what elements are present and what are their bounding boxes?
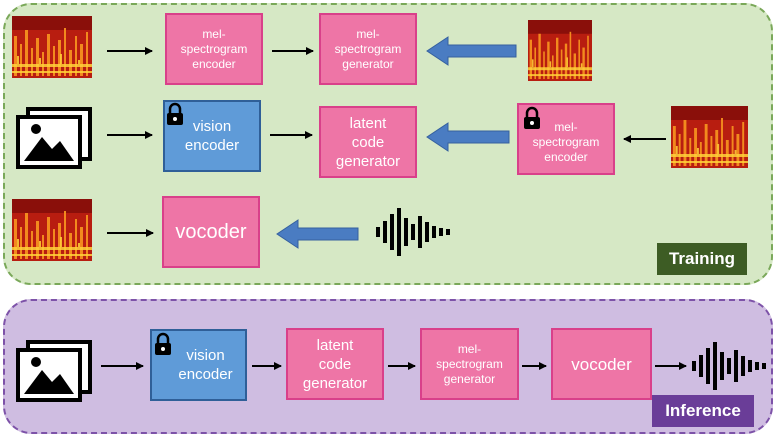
mel-spectrogram-generator-label: mel- spectrogram generator bbox=[334, 26, 402, 71]
inference-mel-spectrogram-generator-label: mel- spectrogram generator bbox=[436, 341, 503, 386]
mel-spectrogram-generator-box: mel- spectrogram generator bbox=[319, 13, 417, 85]
latent-code-generator-box: latent code generator bbox=[319, 106, 417, 178]
blue-arrow bbox=[426, 36, 517, 66]
inference-vision-encoder-box: vision encoder bbox=[150, 329, 247, 401]
inference-mel-spectrogram-generator-box: mel- spectrogram generator bbox=[420, 328, 519, 400]
inference-vision-encoder-label: vision encoder bbox=[178, 347, 233, 383]
vision-encoder-label: vision encoder bbox=[184, 118, 240, 154]
vocoder-label: vocoder bbox=[175, 221, 247, 243]
inference-vocoder-label: vocoder bbox=[571, 354, 632, 374]
mel-spectrogram-encoder-label: mel- spectrogram encoder bbox=[180, 26, 248, 71]
inference-latent-code-generator-box: latent code generator bbox=[286, 328, 384, 400]
blue-arrow bbox=[426, 122, 510, 152]
mel-spectrogram-encoder-box: mel- spectrogram encoder bbox=[165, 13, 263, 85]
frozen-mel-spectrogram-encoder-box: mel- spectrogram encoder bbox=[517, 103, 615, 175]
vocoder-box: vocoder bbox=[162, 196, 260, 268]
blue-arrow bbox=[276, 219, 359, 249]
inference-latent-code-generator-label: latent code generator bbox=[302, 336, 368, 392]
inference-tag: Inference bbox=[652, 395, 754, 427]
inference-vocoder-box: vocoder bbox=[551, 328, 652, 400]
latent-code-generator-label: latent code generator bbox=[335, 114, 401, 170]
frozen-mel-spectrogram-encoder-label: mel- spectrogram encoder bbox=[532, 119, 600, 164]
training-tag: Training bbox=[657, 243, 747, 275]
